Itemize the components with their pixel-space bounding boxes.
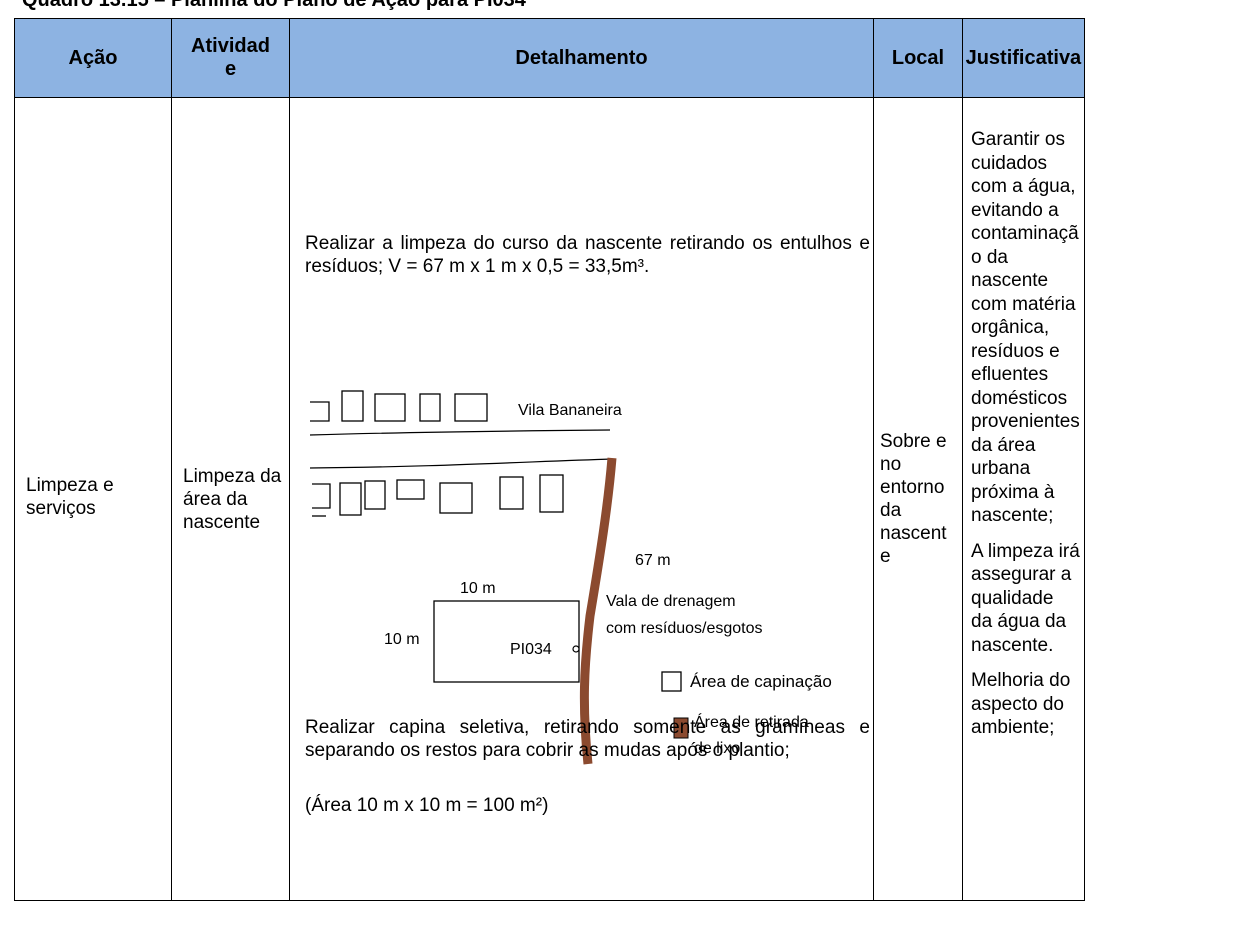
cell-acao: Limpeza e serviços — [14, 97, 172, 901]
drain-label-1: Vala de drenagem — [606, 593, 736, 610]
drain-ditch — [579, 457, 617, 765]
point-marker — [572, 645, 580, 653]
justificativa-p3: Melhoria do aspecto do ambiente; — [971, 670, 1071, 738]
length-label: 67 m — [635, 552, 671, 569]
houses-upper — [310, 390, 488, 422]
detalhamento-area: (Área 10 m x 10 m = 100 m²) — [305, 795, 549, 816]
cell-justificativa: Garantir os cuidados com a água, evitand… — [962, 97, 1085, 901]
village-label: Vila Bananeira — [518, 402, 622, 419]
justificativa-text: Garantir os cuidados com a água, evitand… — [963, 98, 1084, 740]
point-label: PI034 — [510, 641, 552, 658]
legend-capina-label: Área de capinação — [690, 672, 832, 691]
table-row: Limpeza e serviços Limpeza da área da na… — [14, 97, 1085, 901]
detalhamento-limpeza: Realizar a limpeza do curso da nascente … — [305, 233, 870, 277]
legend-lixo-label-1: Área de retirada — [694, 712, 809, 731]
header-local: Local — [873, 18, 963, 98]
atividade-text: Limpeza da área da nascente — [183, 465, 282, 533]
houses-lower — [312, 474, 564, 517]
side-left-label: 10 m — [384, 631, 420, 648]
header-justificativa: Justificativa — [962, 18, 1085, 98]
header-acao: Ação — [14, 18, 172, 98]
legend-capina-icon — [661, 671, 682, 692]
justificativa-p1: Garantir os cuidados com a água, evitand… — [971, 129, 1080, 526]
site-sketch: Vila Bananeira — [309, 390, 832, 765]
capina-area — [433, 600, 580, 683]
road-line-upper — [309, 429, 611, 436]
table-caption: Quadro 13.15 – Planilha do Plano de Ação… — [22, 0, 526, 11]
legend-lixo-icon — [673, 717, 689, 739]
drain-label-2: com resíduos/esgotos — [606, 620, 763, 637]
cell-detalhamento: Realizar a limpeza do curso da nascente … — [289, 97, 874, 901]
justificativa-p2: A limpeza irá assegurar a qualidade da á… — [971, 540, 1080, 656]
detalhamento-capina: Realizar capina seletiva, retirando some… — [305, 717, 870, 761]
road-line-lower — [309, 458, 613, 469]
acao-text: Limpeza e serviços — [26, 475, 114, 519]
cell-atividade: Limpeza da área da nascente — [171, 97, 290, 901]
header-detalhamento: Detalhamento — [289, 18, 874, 98]
side-top-label: 10 m — [460, 580, 496, 597]
legend-lixo-label-2: de lixo — [694, 740, 740, 757]
